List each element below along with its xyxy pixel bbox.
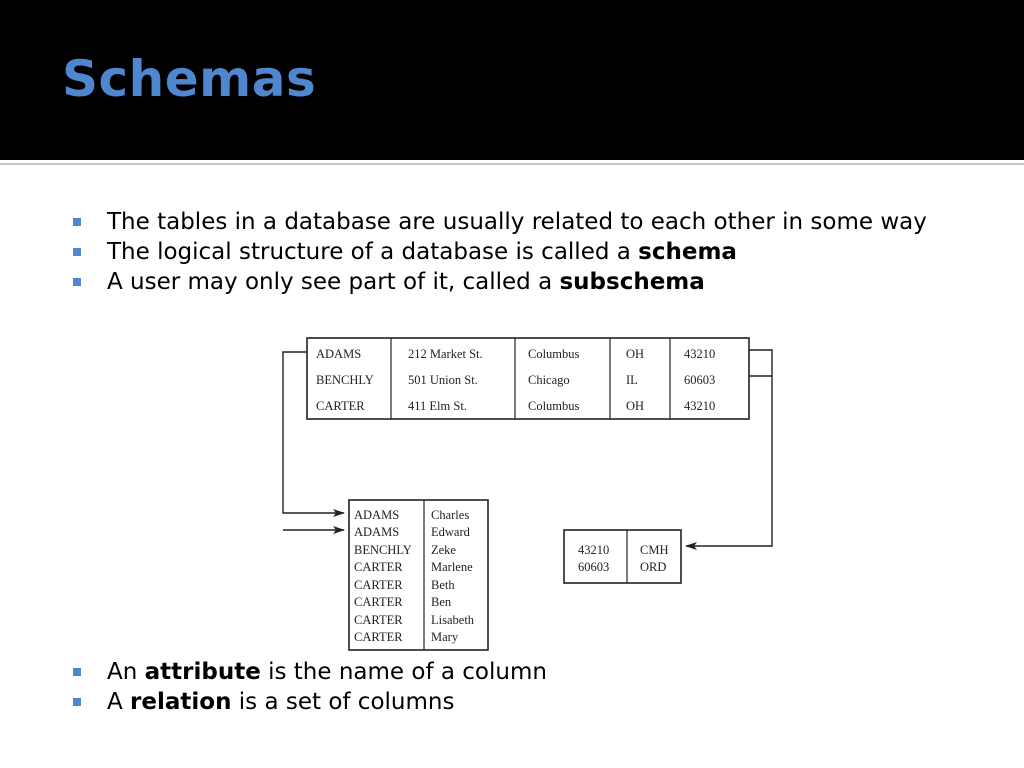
table-cell: Columbus: [528, 347, 580, 361]
table-cell: ADAMS: [354, 525, 399, 539]
table-cell: 212 Market St.: [408, 347, 483, 361]
slide-title: Schemas: [62, 50, 317, 108]
table-cell: Chicago: [528, 373, 570, 387]
bullet-text-prefix: An: [107, 659, 145, 685]
table-cell: 43210: [578, 543, 609, 557]
table-cell: ADAMS: [354, 508, 399, 522]
table-cell: Beth: [431, 578, 455, 592]
table-cell: IL: [626, 373, 638, 387]
table-cell: 60603: [684, 373, 715, 387]
table-cell: ORD: [640, 560, 666, 574]
bullet-text-suffix: is the name of a column: [260, 659, 547, 685]
table-cell: Charles: [431, 508, 469, 522]
bullet-item: The tables in a database are usually rel…: [72, 207, 972, 237]
term-attribute: attribute: [144, 659, 261, 685]
table-cell: Zeke: [431, 543, 456, 557]
table-cell: CARTER: [354, 613, 403, 627]
table-cell: CMH: [640, 543, 668, 557]
title-bar: [0, 0, 1024, 160]
bullet-item: A relation is a set of columns: [72, 687, 972, 717]
square-bullet-icon: [73, 248, 81, 256]
bullet-list-top: The tables in a database are usually rel…: [72, 207, 972, 297]
bullet-text-prefix: A: [107, 689, 131, 715]
square-bullet-icon: [73, 698, 81, 706]
table-cell: CARTER: [354, 630, 403, 644]
people-table: ADAMS Charles ADAMS Edward BENCHLY Zeke …: [348, 499, 489, 651]
address-table: ADAMS 212 Market St. Columbus OH 43210 B…: [306, 337, 750, 420]
table-cell: 43210: [684, 347, 715, 361]
table-cell: CARTER: [354, 560, 403, 574]
table-cell: BENCHLY: [354, 543, 412, 557]
table-cell: Ben: [431, 595, 452, 609]
table-cell: Marlene: [431, 560, 473, 574]
bullet-list-bottom: An attribute is the name of a column A r…: [72, 657, 972, 717]
table-cell: 411 Elm St.: [408, 399, 467, 413]
table-cell: 60603: [578, 560, 609, 574]
bullet-text: The tables in a database are usually rel…: [107, 209, 927, 235]
table-cell: CARTER: [354, 595, 403, 609]
table-cell: Mary: [431, 630, 459, 644]
bullet-text-suffix: is a set of columns: [231, 689, 455, 715]
bullet-item: An attribute is the name of a column: [72, 657, 972, 687]
table-cell: Edward: [431, 525, 471, 539]
table-cell: OH: [626, 399, 644, 413]
bullet-text-prefix: The logical structure of a database is c…: [107, 239, 639, 265]
bullet-item: The logical structure of a database is c…: [72, 237, 972, 267]
table-cell: 43210: [684, 399, 715, 413]
square-bullet-icon: [73, 278, 81, 286]
term-schema: schema: [638, 239, 737, 265]
square-bullet-icon: [73, 668, 81, 676]
table-cell: CARTER: [354, 578, 403, 592]
table-cell: 501 Union St.: [408, 373, 478, 387]
table-cell: BENCHLY: [316, 373, 374, 387]
term-subschema: subschema: [559, 269, 705, 295]
connector-right: [685, 349, 773, 550]
square-bullet-icon: [73, 218, 81, 226]
term-relation: relation: [130, 689, 232, 715]
title-divider: [0, 160, 1024, 167]
connector-left: [282, 351, 345, 517]
bullet-text-prefix: A user may only see part of it, called a: [107, 269, 560, 295]
table-cell: OH: [626, 347, 644, 361]
table-cell: Columbus: [528, 399, 580, 413]
zip-table: 43210 CMH 60603 ORD: [563, 529, 682, 584]
table-cell: ADAMS: [316, 347, 361, 361]
table-cell: Lisabeth: [431, 613, 475, 627]
table-cell: CARTER: [316, 399, 365, 413]
bullet-item: A user may only see part of it, called a…: [72, 267, 972, 297]
